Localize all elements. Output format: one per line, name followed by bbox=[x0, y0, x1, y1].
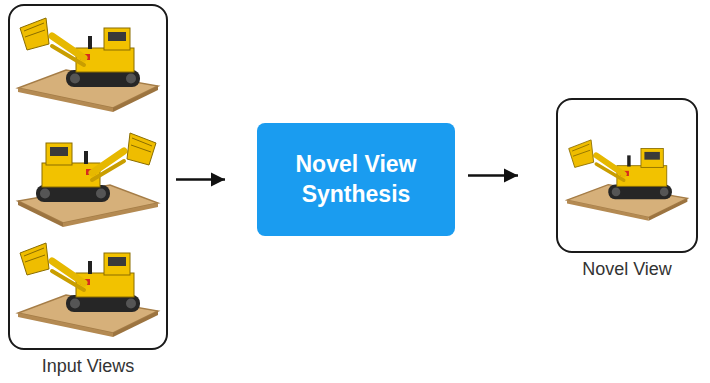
input-view-image bbox=[18, 243, 158, 337]
input-view-image bbox=[18, 18, 158, 112]
process-label: Novel View Synthesis bbox=[273, 150, 439, 210]
flow-arrow bbox=[468, 174, 518, 177]
input-view-image bbox=[18, 133, 158, 227]
view-panel: Input Views bbox=[8, 4, 168, 377]
panel-outline bbox=[8, 4, 168, 350]
flow-arrow bbox=[176, 178, 225, 181]
panel-outline bbox=[556, 98, 698, 253]
panel-caption: Input Views bbox=[8, 356, 168, 377]
process-box: Novel View Synthesis bbox=[257, 123, 455, 236]
view-panel: Novel View bbox=[556, 98, 698, 280]
panel-caption: Novel View bbox=[556, 259, 698, 280]
novel-view-image bbox=[567, 140, 687, 221]
